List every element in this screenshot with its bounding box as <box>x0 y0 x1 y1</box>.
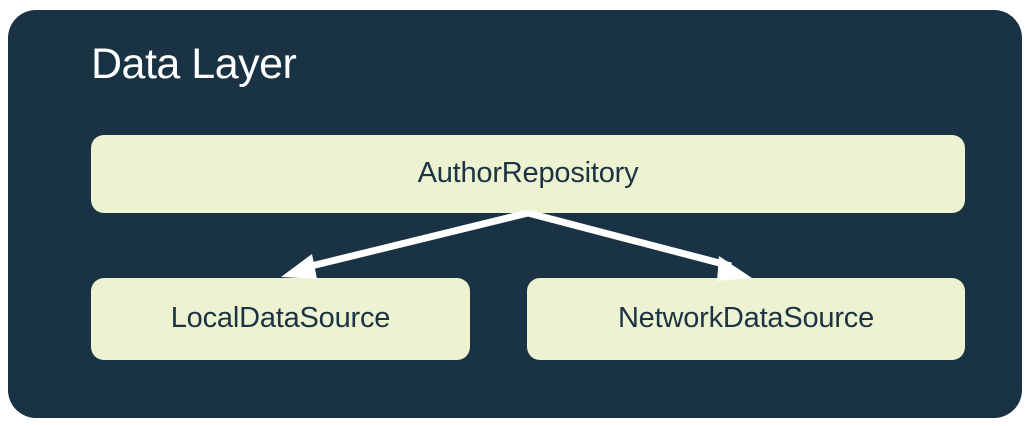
node-author-repository[interactable]: AuthorRepository <box>91 135 965 213</box>
layer-title: Data Layer <box>91 40 297 88</box>
node-local-data-source-label: LocalDataSource <box>170 302 391 335</box>
node-local-data-source[interactable]: LocalDataSource <box>91 278 470 360</box>
node-network-data-source-label: NetworkDataSource <box>617 302 875 335</box>
node-network-data-source[interactable]: NetworkDataSource <box>527 278 965 360</box>
node-author-repository-label: AuthorRepository <box>417 157 639 190</box>
